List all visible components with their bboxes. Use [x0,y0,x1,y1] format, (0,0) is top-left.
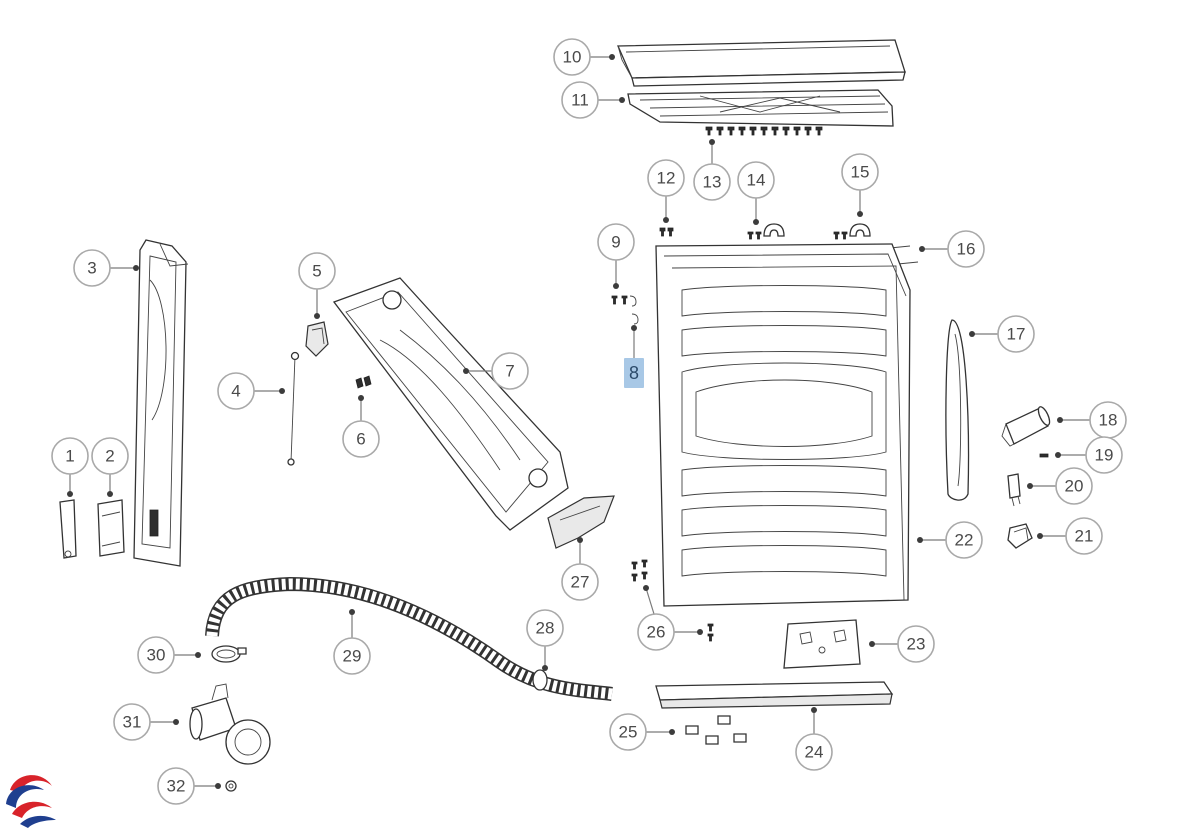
callout-26: 26 [637,613,675,651]
part-4-rod [287,351,300,466]
callout-29: 29 [333,637,371,675]
part-8-clip [631,313,639,325]
callout-28-label: 28 [536,619,555,638]
callout-23: 23 [897,625,935,663]
callout-17-label: 17 [1007,325,1026,344]
part-28-clamp [532,669,548,691]
callout-7: 7 [491,352,529,390]
callout-19: 19 [1085,436,1123,474]
part-31-pump [189,683,271,765]
callout-2-label: 2 [105,447,114,466]
callout-21: 21 [1065,517,1103,555]
part-32-plug [225,780,237,792]
callout-9-label: 9 [611,233,620,252]
callout-17: 17 [997,315,1035,353]
callout-4: 4 [217,372,255,410]
callout-22: 22 [945,521,983,559]
callout-10-label: 10 [563,48,582,67]
callout-13: 13 [693,163,731,201]
part-29-hose [205,576,613,701]
part-22-cabinet [655,243,911,607]
part-7-side-panel [332,277,569,531]
part-14-hook [747,223,785,240]
callout-3-label: 3 [87,259,96,278]
callout-31-label: 31 [123,713,142,732]
callout-9: 9 [597,223,635,261]
part-15-hook [833,223,871,240]
part-24-base [655,681,894,709]
callout-24: 24 [795,733,833,771]
callout-28: 28 [526,609,564,647]
callout-23-label: 23 [907,635,926,654]
callout-27-label: 27 [571,573,590,592]
callout-20: 20 [1055,467,1093,505]
callout-11: 11 [561,81,599,119]
part-10-top-cover [617,39,906,87]
part-9-clips [611,295,637,307]
callout-30-label: 30 [147,646,166,665]
callout-14: 14 [737,161,775,199]
callout-5-label: 5 [312,262,321,281]
callout-10: 10 [553,38,591,76]
part-12-screws [659,227,674,237]
callout-1: 1 [51,437,89,475]
part-11-control-frame [627,89,894,127]
callout-18: 18 [1089,401,1127,439]
callout-8: 8 [624,358,644,388]
part-3-front-panel [133,239,189,567]
callout-3: 3 [73,249,111,287]
callout-1-label: 1 [65,447,74,466]
callout-26-label: 26 [647,623,666,642]
callout-29-label: 29 [343,647,362,666]
part-6-screws [355,375,372,389]
callout-31: 31 [113,703,151,741]
part-23-plate [783,619,861,669]
callout-15-label: 15 [851,163,870,182]
callout-30: 30 [137,636,175,674]
part-26-screws [631,559,714,642]
leader-lines [67,54,1090,789]
callout-6: 6 [342,420,380,458]
callout-6-label: 6 [356,430,365,449]
callout-2: 2 [91,437,129,475]
brand-swirl-logo [4,774,56,828]
part-17-seal [945,319,970,501]
part-2-bracket [97,499,125,557]
callout-12-label: 12 [657,169,676,188]
part-13-screws [705,126,823,136]
part-25-feet [685,715,747,745]
callout-25: 25 [609,713,647,751]
callout-13-label: 13 [703,173,722,192]
callout-12: 12 [647,159,685,197]
callout-32: 32 [157,767,195,805]
callout-11-label: 11 [571,91,589,110]
part-27-bracket [547,495,615,549]
callout-8-label: 8 [629,363,639,383]
part-18-cylinder [1001,406,1051,447]
callout-24-label: 24 [805,743,824,762]
callout-18-label: 18 [1099,411,1118,430]
part-20-connector [1007,473,1021,507]
callout-20-label: 20 [1065,477,1084,496]
callout-16: 16 [947,230,985,268]
callout-25-label: 25 [619,723,638,742]
part-5-latch [305,321,329,357]
callout-14-label: 14 [747,171,766,190]
part-30-clamp [211,645,247,663]
callout-4-label: 4 [231,382,240,401]
part-21-cap [1007,523,1033,549]
part-19-screw [1039,453,1049,458]
callout-5: 5 [298,252,336,290]
callout-22-label: 22 [955,531,974,550]
callout-15: 15 [841,153,879,191]
callout-27: 27 [561,563,599,601]
callout-21-label: 21 [1075,527,1094,546]
callout-32-label: 32 [167,777,186,796]
callouts: 10 11 13 12 14 15 16 9 8 3 1 2 4 5 6 7 2… [51,38,1127,805]
callout-16-label: 16 [957,240,976,259]
callout-19-label: 19 [1095,446,1114,465]
part-1-bracket [59,499,77,559]
callout-7-label: 7 [505,362,514,381]
